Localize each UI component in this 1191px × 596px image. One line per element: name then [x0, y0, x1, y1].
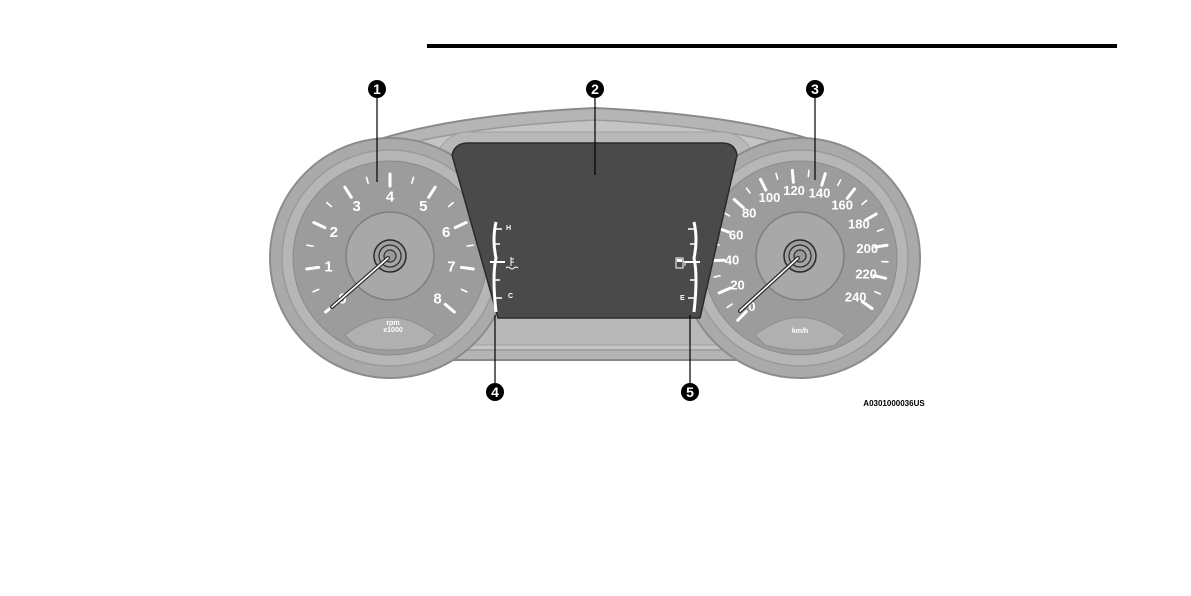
svg-text:3: 3	[811, 81, 819, 97]
tachometer-scale-minor-tick	[307, 245, 313, 246]
speedometer-scale-label: 100	[759, 190, 781, 205]
speedometer-scale-label: 140	[809, 186, 831, 201]
tachometer-scale-label: 2	[330, 224, 338, 241]
speedometer-scale-label: 60	[729, 227, 743, 242]
svg-text:2: 2	[591, 81, 599, 97]
callout-4: 4	[486, 383, 504, 401]
tachometer-scale-label: 4	[386, 188, 395, 205]
speedometer-scale-label: 220	[855, 266, 877, 281]
tachometer-unit-bottom: x1000	[383, 327, 403, 334]
svg-text:5: 5	[686, 384, 694, 400]
fuel-empty-label: E	[680, 295, 685, 302]
speedometer-scale-label: 120	[783, 183, 805, 198]
tachometer-scale-label: 7	[447, 258, 455, 275]
callout-2: 2	[586, 80, 604, 98]
callout-5: 5	[681, 383, 699, 401]
speedometer-scale-major-tick	[792, 170, 793, 182]
tachometer-scale-major-tick	[307, 267, 319, 269]
callout-1: 1	[368, 80, 386, 98]
figure-code: A0301000036US	[863, 399, 925, 408]
speedometer-scale-label: 180	[848, 217, 870, 232]
temperature-high-label: H	[506, 225, 511, 232]
speedometer-scale-minor-tick	[808, 170, 809, 176]
tachometer-scale-label: 6	[442, 224, 450, 241]
tachometer-scale-label: 8	[433, 290, 441, 307]
speedometer-unit: km/h	[792, 328, 808, 335]
tachometer-scale-label: 5	[419, 198, 427, 215]
speedometer-scale-label: 240	[845, 290, 867, 305]
tachometer-scale-major-tick	[461, 267, 473, 269]
tachometer-unit-top: rpm	[386, 320, 399, 327]
speedometer-scale-label: 80	[742, 205, 756, 220]
svg-text:4: 4	[491, 384, 499, 400]
tachometer-scale-minor-tick	[467, 245, 473, 246]
speedometer-scale-label: 200	[856, 241, 878, 256]
temperature-low-label: C	[508, 293, 513, 300]
tachometer-scale-label: 1	[324, 258, 332, 275]
header-rule	[427, 44, 1117, 48]
speedometer-scale-label: 20	[730, 278, 744, 293]
tachometer-scale-label: 3	[353, 198, 361, 215]
speedometer-scale-label: 40	[725, 253, 739, 268]
svg-text:1: 1	[373, 81, 381, 97]
callout-3: 3	[806, 80, 824, 98]
speedometer-scale-label: 160	[831, 197, 853, 212]
